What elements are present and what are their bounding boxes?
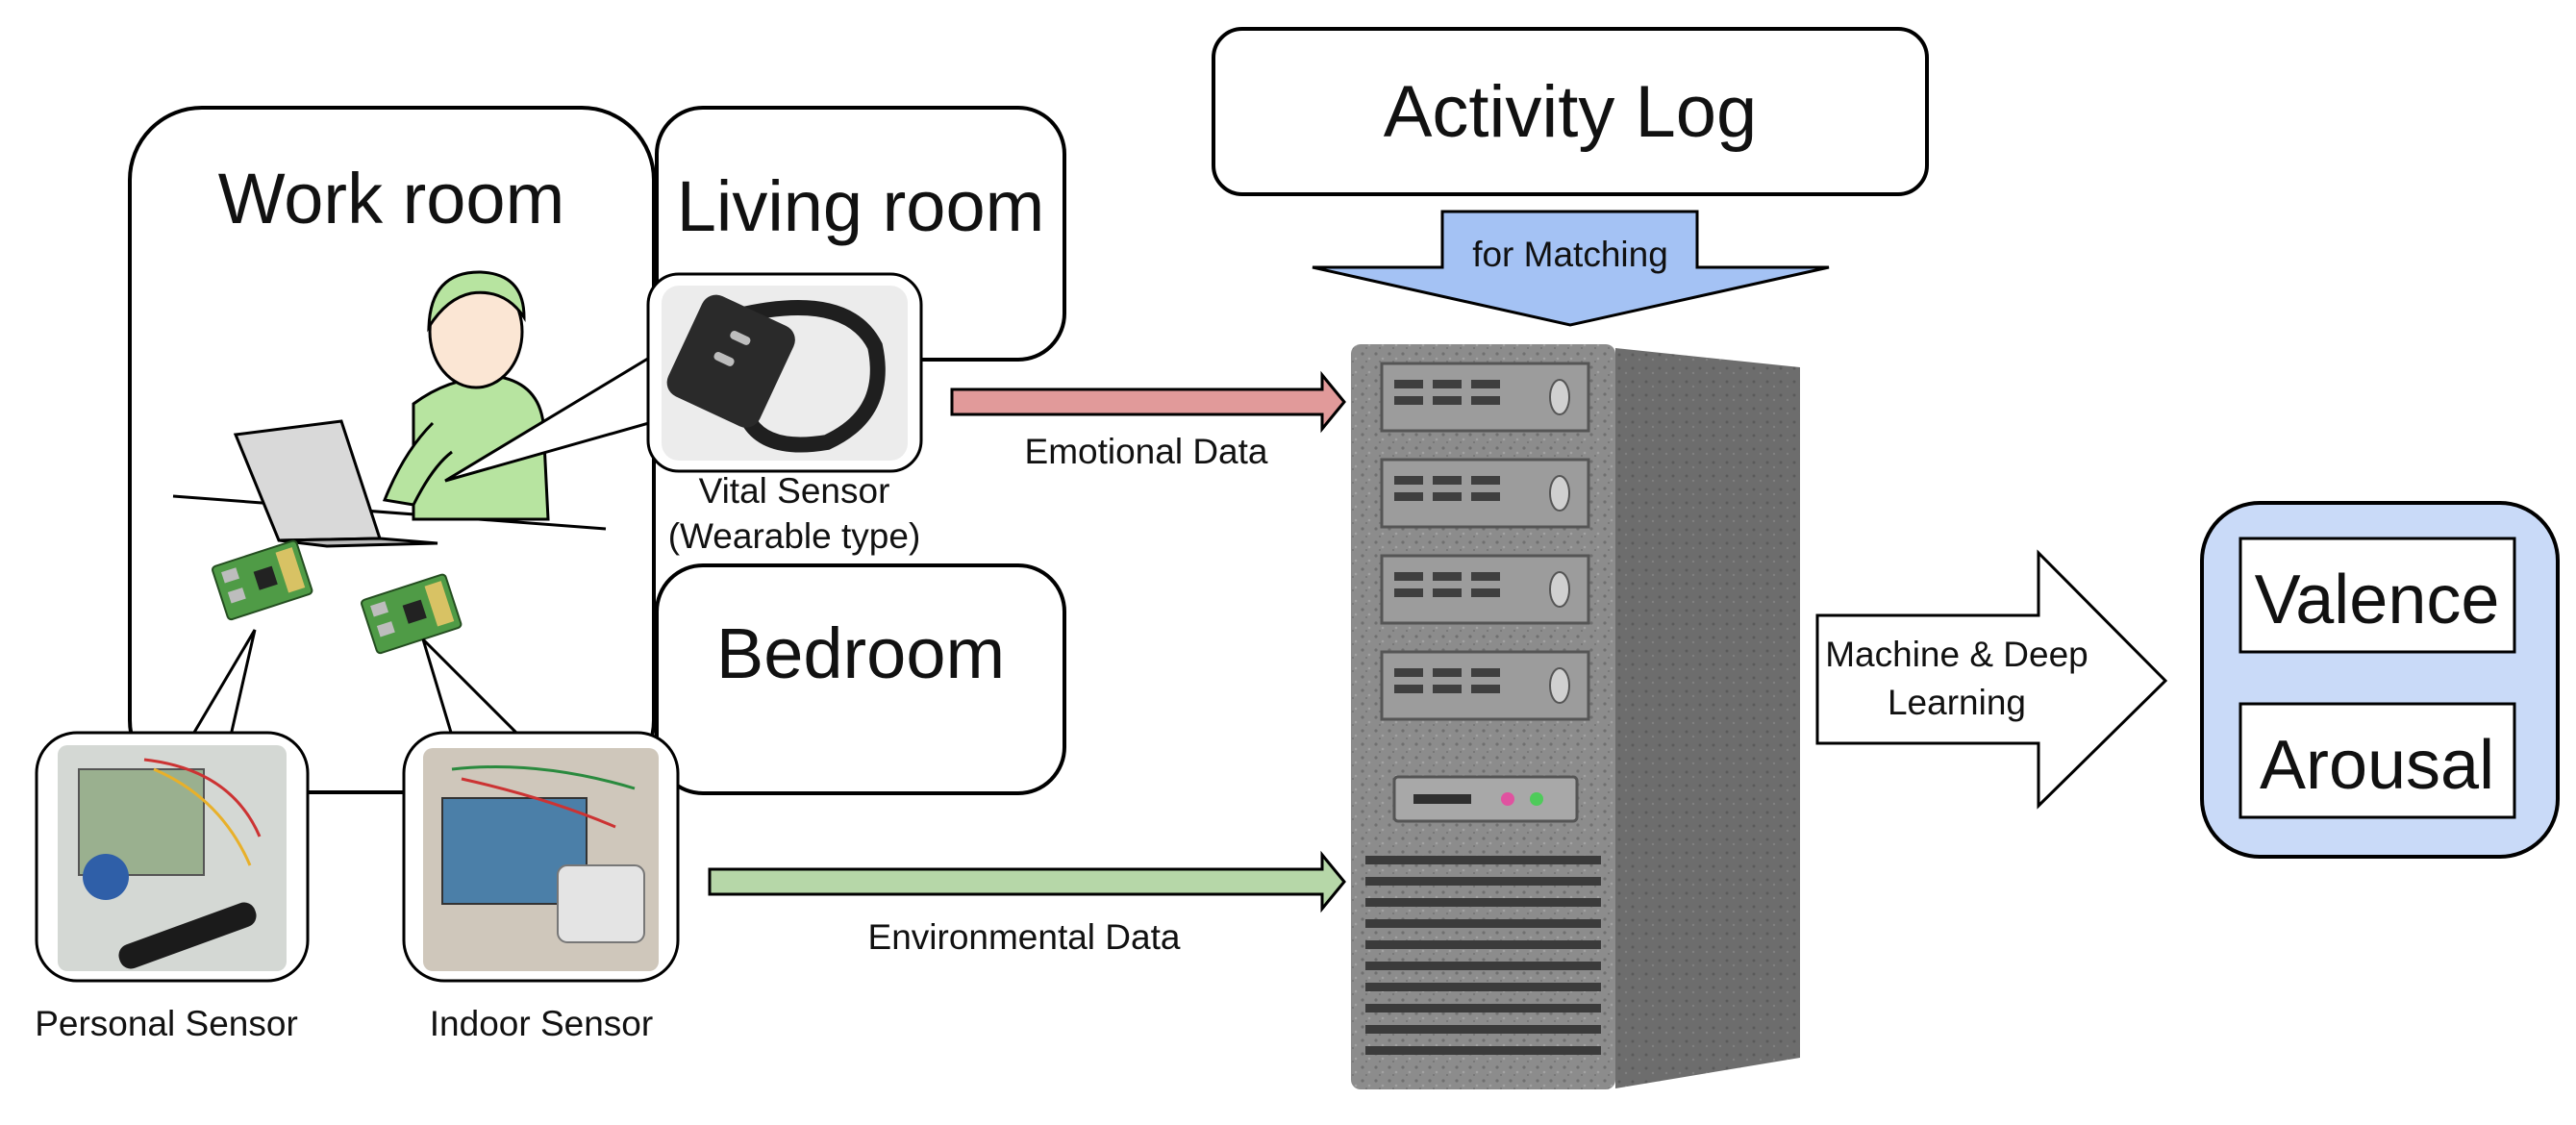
work-room-title: Work room (218, 159, 564, 238)
server-vent-grille (1365, 856, 1601, 1055)
wristband-icon (666, 294, 886, 453)
living-room-title: Living room (677, 166, 1045, 246)
indoor-sensor-label: Indoor Sensor (430, 1004, 653, 1043)
learning-arrow: Machine & Deep Learning (1815, 549, 2168, 810)
bedroom-title: Bedroom (716, 613, 1005, 693)
vital-sensor-callout: Vital Sensor (Wearable type) (444, 272, 923, 556)
valence-label: Valence (2255, 562, 2500, 638)
personal-sensor-callout: Personal Sensor (35, 629, 310, 1043)
vital-sensor-type-label: (Wearable type) (668, 516, 921, 556)
circuit-board-icon (361, 573, 463, 655)
environmental-data-label: Environmental Data (868, 917, 1181, 957)
learning-label-line1: Machine & Deep (1825, 635, 2088, 674)
emotional-data-arrow: Emotional Data (950, 370, 1346, 471)
server-control-panel (1392, 775, 1579, 823)
activity-log-title: Activity Log (1384, 71, 1758, 153)
vital-sensor-label: Vital Sensor (699, 471, 890, 511)
learning-label-line2: Learning (1888, 683, 2026, 722)
indoor-sensor-callout: Indoor Sensor (402, 638, 680, 1043)
bedroom: Bedroom (655, 563, 1066, 795)
matching-label: for Matching (1472, 235, 1668, 274)
matching-arrow: for Matching (1312, 210, 1830, 327)
circuit-board-icon (212, 539, 313, 621)
server-rack-icon (1351, 344, 1800, 1089)
server-drive-bays (1380, 362, 1590, 721)
activity-log-box: Activity Log (1212, 27, 1929, 196)
work-room: Work room (128, 106, 656, 794)
emotional-data-label: Emotional Data (1025, 432, 1268, 471)
person-at-laptop-icon (172, 270, 607, 548)
emotion-output-panel: Valence Arousal (2200, 501, 2560, 859)
personal-sensor-label: Personal Sensor (35, 1004, 298, 1043)
environmental-data-arrow: Environmental Data (708, 850, 1346, 957)
arousal-label: Arousal (2260, 727, 2494, 804)
